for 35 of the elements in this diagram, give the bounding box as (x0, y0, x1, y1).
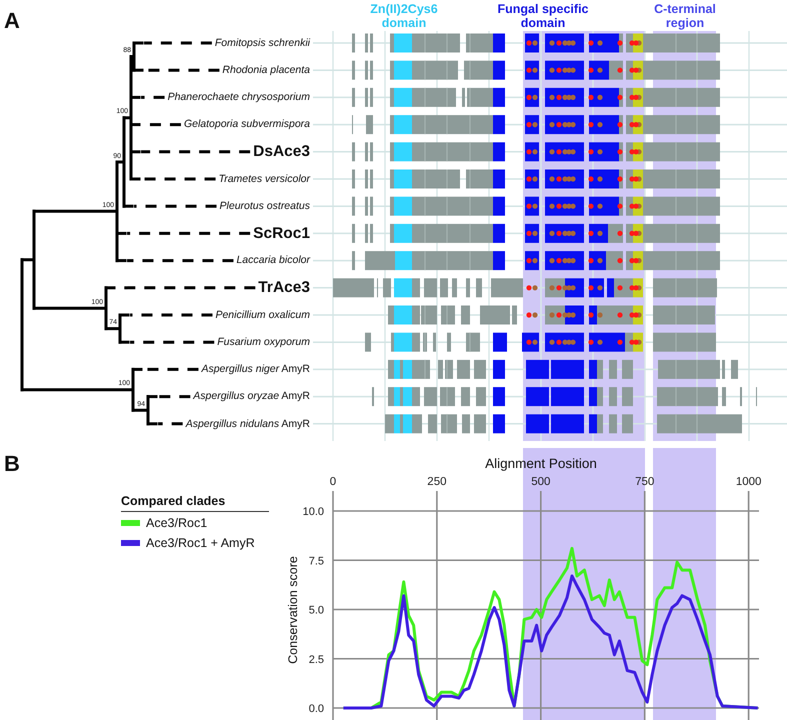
tick-label: 250 (427, 476, 446, 488)
taxon-label: TrAce3 (258, 280, 310, 296)
tick-label: 750 (635, 476, 654, 488)
taxon-label: Laccaria bicolor (236, 255, 310, 266)
axis-title: Alignment Position (485, 456, 597, 471)
taxon-label: Aspergillus oryzae AmyR (193, 391, 310, 402)
taxon-label: Aspergillus niger AmyR (201, 364, 310, 375)
legend-label: Ace3/Roc1 + AmyR (146, 536, 255, 550)
taxon-label: Fomitopsis schrenkii (214, 38, 310, 48)
panel-label: A (4, 10, 20, 32)
tick-label: 500 (531, 476, 550, 488)
taxon-label: Fusarium oxyporum (217, 336, 310, 348)
tick-label: 2.5 (308, 654, 324, 666)
taxon-label: DsAce3 (253, 144, 310, 160)
tick-label: 0.0 (308, 703, 324, 715)
taxon-label: Pleurotus ostreatus (220, 200, 310, 212)
tick-label: 5.0 (308, 604, 324, 616)
taxon-label: Trametes versicolor (218, 174, 310, 184)
legend-label: Ace3/Roc1 (146, 516, 208, 530)
domain-label: Fungal specific domain (496, 2, 590, 30)
taxon-label: Gelatoporia subvermispora (184, 119, 310, 130)
panel-label: B (4, 453, 20, 475)
taxon-label: Phanerochaete chrysosporium (168, 92, 310, 103)
taxon-label: ScRoc1 (253, 226, 310, 242)
tick-label: 0 (330, 476, 336, 488)
domain-label: Zn(II)2Cys6 domain (369, 2, 439, 30)
tick-label: 1000 (736, 476, 762, 488)
axis-title: Conservation score (286, 556, 300, 664)
tick-label: 7.5 (308, 555, 324, 568)
taxon-label: Penicillium oxalicum (215, 310, 310, 320)
legend-title: Compared clades (121, 495, 269, 512)
taxon-label: Rhodonia placenta (222, 64, 310, 76)
tick-label: 10.0 (302, 506, 324, 518)
taxon-label: Aspergillus nidulans AmyR (186, 418, 310, 430)
domain-label: C-terminal region (653, 2, 717, 30)
